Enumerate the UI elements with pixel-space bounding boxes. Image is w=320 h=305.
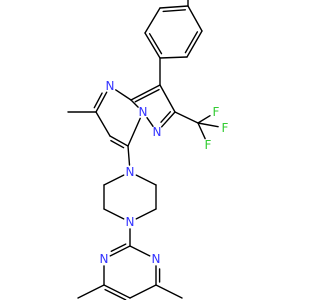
- bond-dC4-dMe4: [77, 284, 105, 299]
- bond-t6-t1-second-line: [162, 9, 187, 13]
- bond-pN2-pc: [103, 208, 125, 220]
- atom-label-n-piperazine-top: N: [126, 165, 135, 179]
- bond-t6-t1: [159, 5, 189, 9]
- bond-C7-N7a: [127, 117, 141, 147]
- bond-t4-t5: [144, 32, 161, 59]
- atom-label-n-bridge: N: [139, 105, 148, 119]
- bond-C3-C2: [159, 84, 176, 113]
- bond-CF-F2: [197, 122, 206, 140]
- atom-label-f1: F: [213, 105, 220, 119]
- bond-dC2-dN1: [109, 245, 131, 257]
- atom-label-f3: F: [222, 121, 229, 135]
- bond-C3a-N4: [115, 89, 132, 101]
- bond-CF-F1: [197, 114, 211, 124]
- bond-C3a-C3: [130, 84, 161, 101]
- atom-label-n-dmp-left: N: [100, 252, 109, 266]
- bond-CF-F3: [197, 122, 219, 128]
- bond-N1-N7a: [146, 116, 154, 128]
- bond-C2-N1-second-line: [160, 111, 172, 123]
- atom-label-n-dmp-right: N: [152, 252, 161, 266]
- atom-label-n-pyrazole: N: [153, 125, 162, 139]
- bond-pb-pN2: [135, 208, 157, 220]
- bond-t4-t5-second-line: [148, 33, 163, 55]
- bond-dC5-dC6: [129, 284, 157, 299]
- bond-N7a-C3a: [130, 99, 139, 108]
- bond-layer: [67, 0, 219, 301]
- bond-t2-t3-second-line: [184, 31, 199, 54]
- atom-label-n-pyrimidine-top: N: [106, 79, 115, 93]
- atom-label-n-piperazine-bottom: N: [126, 215, 135, 229]
- bond-pd-pN1: [103, 174, 125, 186]
- bond-C2-CF: [174, 111, 199, 124]
- bond-t2-t3: [186, 30, 203, 58]
- bond-t1-t2: [187, 5, 203, 32]
- bond-N4-C5-second-line: [93, 92, 103, 109]
- bond-C6-C7: [109, 135, 129, 147]
- bond-dC4-dC5: [103, 284, 131, 299]
- bond-dC4-dC5-second-line: [104, 288, 127, 301]
- bond-C5-C6: [95, 111, 111, 137]
- bond-N4-C5: [95, 91, 108, 113]
- bond-dN3-dC2: [129, 245, 151, 257]
- bond-C6-C7-second-line: [110, 139, 125, 149]
- bond-t3-t4: [159, 56, 188, 59]
- atom-label-f2: F: [205, 138, 212, 152]
- bond-C7-pN1: [127, 145, 131, 166]
- bond-dC2-dN1-second-line: [110, 243, 127, 253]
- bond-pN1-pa: [135, 174, 157, 186]
- bond-C3a-C3-second-line: [134, 88, 160, 103]
- bond-t5-t6: [144, 7, 161, 34]
- bond-dC6-dMe6: [155, 284, 183, 299]
- bond-C2-N1: [160, 111, 176, 128]
